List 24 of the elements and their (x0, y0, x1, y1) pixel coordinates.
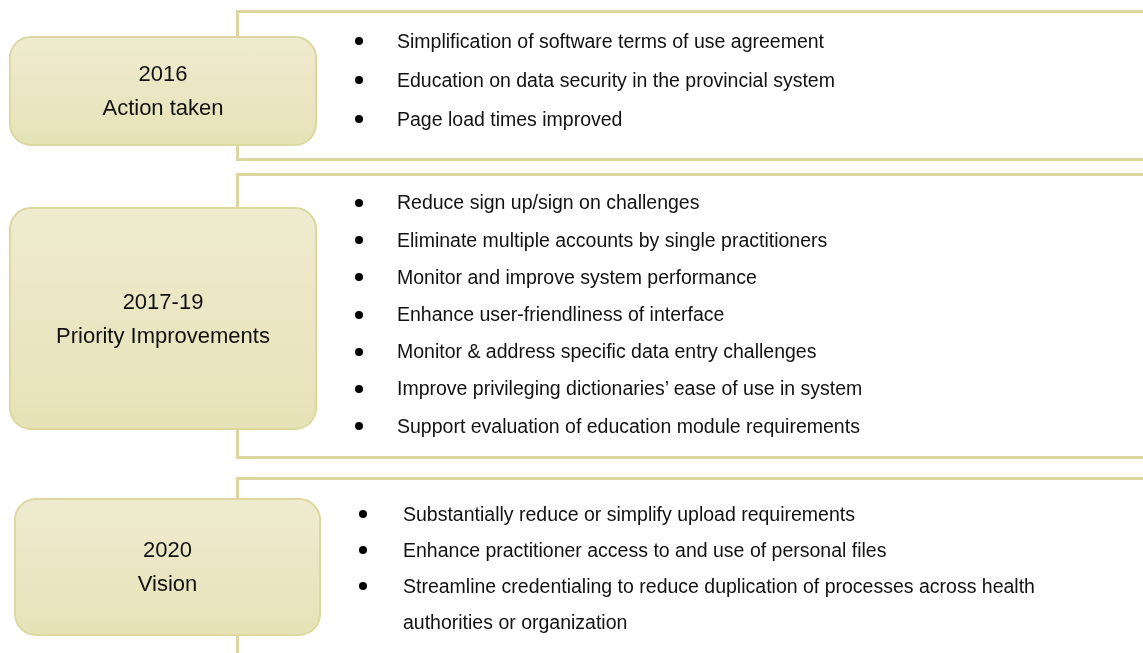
year-label: Action taken (102, 94, 224, 122)
bracket-panel (236, 477, 1143, 653)
list-item-text: Support evaluation of education module requirements (397, 413, 860, 439)
year-box (9, 207, 317, 430)
list-item-text: Streamline credentialing to reduce duplication of processes across health authorities or organization (403, 574, 1036, 635)
list-item-text: Monitor & address specific data entry challenges (397, 339, 817, 365)
list-item-text: Page load times improved (397, 106, 623, 132)
year-label: 2017-19 (122, 287, 204, 316)
list-item-text: Substantially reduce or simplify upload requirements (403, 502, 855, 527)
list-item-text: Enhance user-friendliness of interface (397, 301, 725, 327)
list-item-text: Simplification of software terms of use agreement (397, 28, 825, 54)
bracket-panel (236, 10, 1143, 161)
year-label: Priority Improvements (56, 321, 270, 350)
year-label: Vision (137, 570, 198, 598)
year-label: 2016 (138, 60, 188, 88)
list-item-text: Education on data security in the provincial system (397, 67, 835, 93)
year-box (9, 36, 317, 146)
list-item-text: Monitor and improve system performance (397, 264, 757, 290)
year-label: 2020 (143, 536, 192, 564)
list-item-text: Enhance practitioner access to and use of personal files (403, 538, 887, 563)
year-box (14, 498, 321, 636)
list-item-text: Eliminate multiple accounts by single practitioners (397, 227, 828, 253)
list-item-text: Reduce sign up/sign on challenges (397, 190, 700, 216)
list-item-text: Improve privileging dictionaries’ ease of use in system (397, 376, 863, 402)
